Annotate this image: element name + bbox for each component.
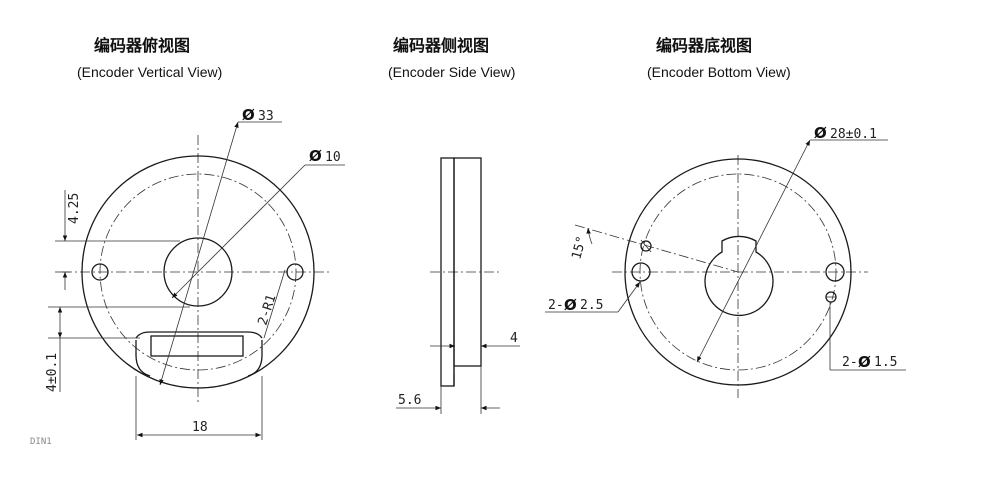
side-flange (453, 157, 482, 367)
bottom-outer-phi: Ø (814, 124, 827, 142)
side-height-dim: 5.6 (398, 393, 421, 408)
bottom-hole1-dim: 2.5 (580, 298, 603, 313)
side-thickness-dim: 4 (510, 331, 518, 346)
bottom-hole1-prefix: 2- (548, 298, 564, 313)
top-inner-phi: Ø (309, 147, 322, 165)
top-right-hole (286, 263, 304, 281)
top-v2-dim: 4±0.1 (45, 353, 60, 392)
top-partial-label: DIN1 (30, 437, 52, 447)
bottom-view-subtitle: (Encoder Bottom View) (647, 64, 791, 80)
top-connector-tab (135, 340, 263, 377)
bottom-center-bore (704, 235, 774, 317)
bottom-outer-dim-line (696, 139, 811, 363)
top-connector-slot (150, 335, 244, 357)
top-view-title: 编码器俯视图 (94, 36, 191, 55)
top-radius-dim: 2-R1 (256, 293, 280, 327)
top-v1-dim: 4.25 (67, 193, 82, 224)
bottom-left-hole (631, 262, 651, 282)
side-view: 4 5.6 (396, 157, 520, 414)
top-left-hole (91, 263, 109, 281)
top-outer-dim: 33 (258, 109, 274, 124)
bottom-outer-dim: 28±0.1 (830, 127, 877, 142)
bottom-hole2-prefix: 2- (842, 355, 858, 370)
top-outer-dim-line (159, 121, 239, 386)
top-inner-dim: 10 (325, 150, 341, 165)
side-view-title: 编码器侧视图 (393, 36, 490, 55)
bottom-small-hole-1 (640, 240, 652, 252)
top-outer-phi: Ø (242, 106, 255, 124)
bottom-view-title: 编码器底视图 (656, 36, 753, 55)
bottom-hole1-phi: Ø (564, 296, 577, 314)
bottom-view: 15° Ø 28±0.1 2- Ø 2.5 2- Ø 1.5 (545, 124, 906, 398)
bottom-angle-line (574, 224, 739, 273)
top-view-subtitle: (Encoder Vertical View) (77, 64, 223, 80)
bottom-right-hole (825, 262, 845, 282)
bottom-hole2-dim: 1.5 (874, 355, 897, 370)
top-view: Ø 33 Ø 10 4.25 4±0.1 2-R1 18 DIN1 (30, 106, 345, 447)
bottom-angle-dim: 15° (569, 234, 590, 261)
bottom-bolt-circle (639, 173, 837, 371)
bottom-hole2-phi: Ø (858, 353, 871, 371)
top-width-dim: 18 (192, 420, 208, 435)
top-inner-dim-line (171, 164, 306, 299)
side-view-subtitle: (Encoder Side View) (388, 64, 516, 80)
